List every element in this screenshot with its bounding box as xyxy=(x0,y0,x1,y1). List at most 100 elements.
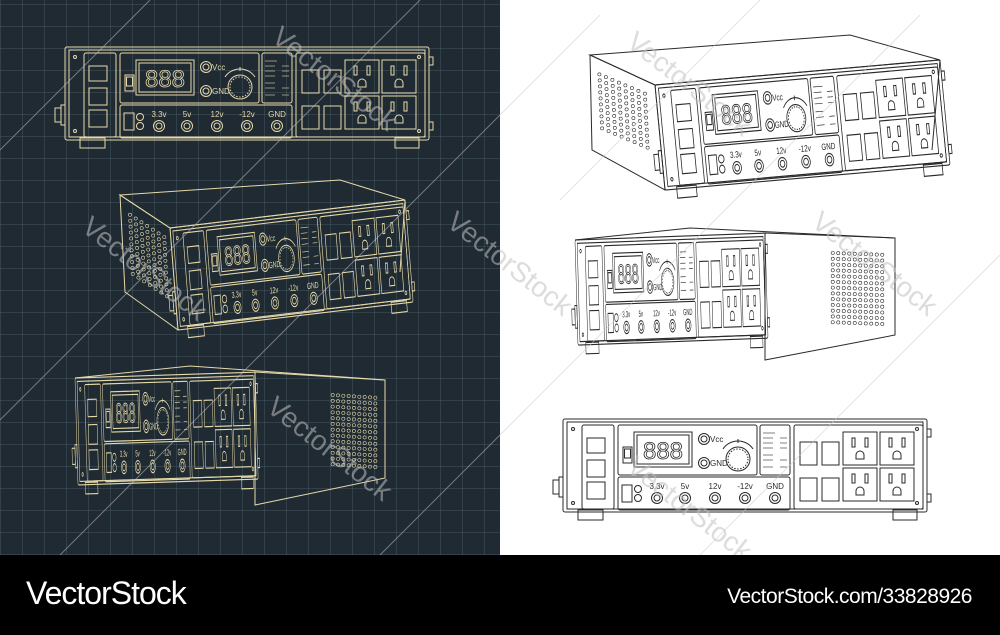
vent-hole xyxy=(346,457,351,462)
vent-hole xyxy=(341,434,346,439)
panel-labels: 888 Vcc GND 3.3v 5v 12v -12v GND xyxy=(223,232,319,300)
vent-hole xyxy=(624,107,629,112)
vent-grille xyxy=(597,72,650,150)
vent-hole xyxy=(852,251,857,256)
vent-hole xyxy=(858,315,863,320)
vent-hole xyxy=(610,77,615,82)
panel-labels: 888 Vcc GND 3.3v 5v 12v -12v GND xyxy=(617,257,693,321)
vent-hole xyxy=(644,127,649,132)
vent-hole xyxy=(151,239,156,244)
vent-hole xyxy=(130,254,134,259)
vent-hole xyxy=(164,276,169,281)
vent-hole xyxy=(163,252,167,257)
iso-front-light: 888 Vcc GND 3.3v 5v 12v -12v GND xyxy=(646,59,955,201)
vent-hole xyxy=(880,316,885,321)
vent-hole xyxy=(145,229,150,234)
vent-hole xyxy=(140,232,144,236)
output-label-5v: 5v xyxy=(183,110,191,119)
front-view-light: 888 Vcc GND 3.3v 5v 12v -12v GND xyxy=(552,418,932,521)
vent-hole xyxy=(346,399,351,404)
output-label-5v: 5v xyxy=(135,449,140,460)
vent-grille xyxy=(830,251,885,326)
vent-hole xyxy=(128,224,133,229)
vent-hole xyxy=(597,72,602,77)
vent-hole xyxy=(841,303,846,308)
vent-hole xyxy=(841,314,846,319)
vent-hole xyxy=(362,418,367,423)
vent-hole xyxy=(874,269,879,274)
vent-hole xyxy=(362,406,367,411)
vent-hole xyxy=(352,406,356,410)
vent-hole xyxy=(139,226,144,231)
vent-hole xyxy=(643,91,647,96)
vent-hole xyxy=(863,263,868,268)
vent-hole xyxy=(638,136,643,141)
vent-hole xyxy=(346,394,351,398)
iso-front-dark: 888 Vcc GND 3.3v 5v 12v -12v GND xyxy=(162,199,417,341)
vent-hole xyxy=(869,321,874,326)
vent-hole xyxy=(373,453,378,458)
vent-hole xyxy=(146,259,151,264)
vcc-label: Vcc xyxy=(772,92,784,103)
vent-hole xyxy=(352,411,356,416)
vent-hole xyxy=(874,258,879,263)
vent-hole xyxy=(346,405,351,410)
vent-hole xyxy=(336,416,340,421)
vent-hole xyxy=(153,275,157,279)
vent-hole xyxy=(852,280,857,285)
vent-hole xyxy=(599,102,603,107)
output-label-3v3: 3.3v xyxy=(649,482,664,491)
vent-hole xyxy=(152,251,156,256)
vent-hole xyxy=(600,126,605,131)
vent-hole xyxy=(618,104,623,109)
vent-hole xyxy=(625,119,630,124)
vent-hole xyxy=(612,107,616,112)
vent-hole xyxy=(624,101,629,106)
vent-hole xyxy=(164,288,169,293)
vent-hole xyxy=(830,303,835,307)
vent-hole xyxy=(619,128,624,133)
vent-hole xyxy=(129,248,134,253)
panel-labels: 888 Vcc GND 3.3v 5v 12v -12v GND xyxy=(145,63,287,119)
brand-logo: VectorStock xyxy=(26,575,187,611)
vent-hole xyxy=(863,286,868,291)
vent-hole xyxy=(336,428,340,432)
output-label-12v: 12v xyxy=(776,145,787,156)
display-readout: 888 xyxy=(223,238,251,271)
vent-hole xyxy=(863,321,868,326)
vent-hole xyxy=(836,268,841,273)
vent-hole xyxy=(146,253,151,258)
vent-hole xyxy=(847,263,852,268)
vent-hole xyxy=(136,275,141,280)
svg-text:VectorStock: VectorStock xyxy=(441,205,579,322)
vent-hole xyxy=(847,286,852,291)
vent-hole xyxy=(863,281,868,285)
vent-hole xyxy=(152,263,157,268)
vent-hole xyxy=(626,137,631,142)
svg-text:VectorStock: VectorStock xyxy=(621,450,759,555)
vent-hole xyxy=(368,441,372,446)
vent-hole xyxy=(863,309,868,314)
vent-hole xyxy=(836,291,841,296)
vent-hole xyxy=(373,436,378,441)
vent-hole xyxy=(858,257,863,262)
output-label-5v: 5v xyxy=(754,147,762,158)
vent-hole xyxy=(830,308,835,313)
output-label-gnd: GND xyxy=(766,482,784,491)
vent-hole xyxy=(858,286,863,291)
vent-hole xyxy=(352,417,356,422)
technical-drawings: 888 Vcc GND 3.3v 5v 12v -12v GND 888 Vcc… xyxy=(0,0,1000,555)
vent-hole xyxy=(847,292,852,296)
vent-hole xyxy=(134,240,139,245)
vent-hole xyxy=(610,83,615,88)
vent-hole xyxy=(150,227,155,232)
vent-hole xyxy=(880,270,885,274)
vent-hole xyxy=(632,128,636,133)
vent-hole xyxy=(146,241,150,246)
vent-hole xyxy=(858,309,863,314)
vent-hole xyxy=(858,321,863,326)
vent-hole xyxy=(841,280,846,285)
vent-hole xyxy=(604,93,609,98)
vent-hole xyxy=(346,451,351,456)
vent-hole xyxy=(606,129,611,134)
